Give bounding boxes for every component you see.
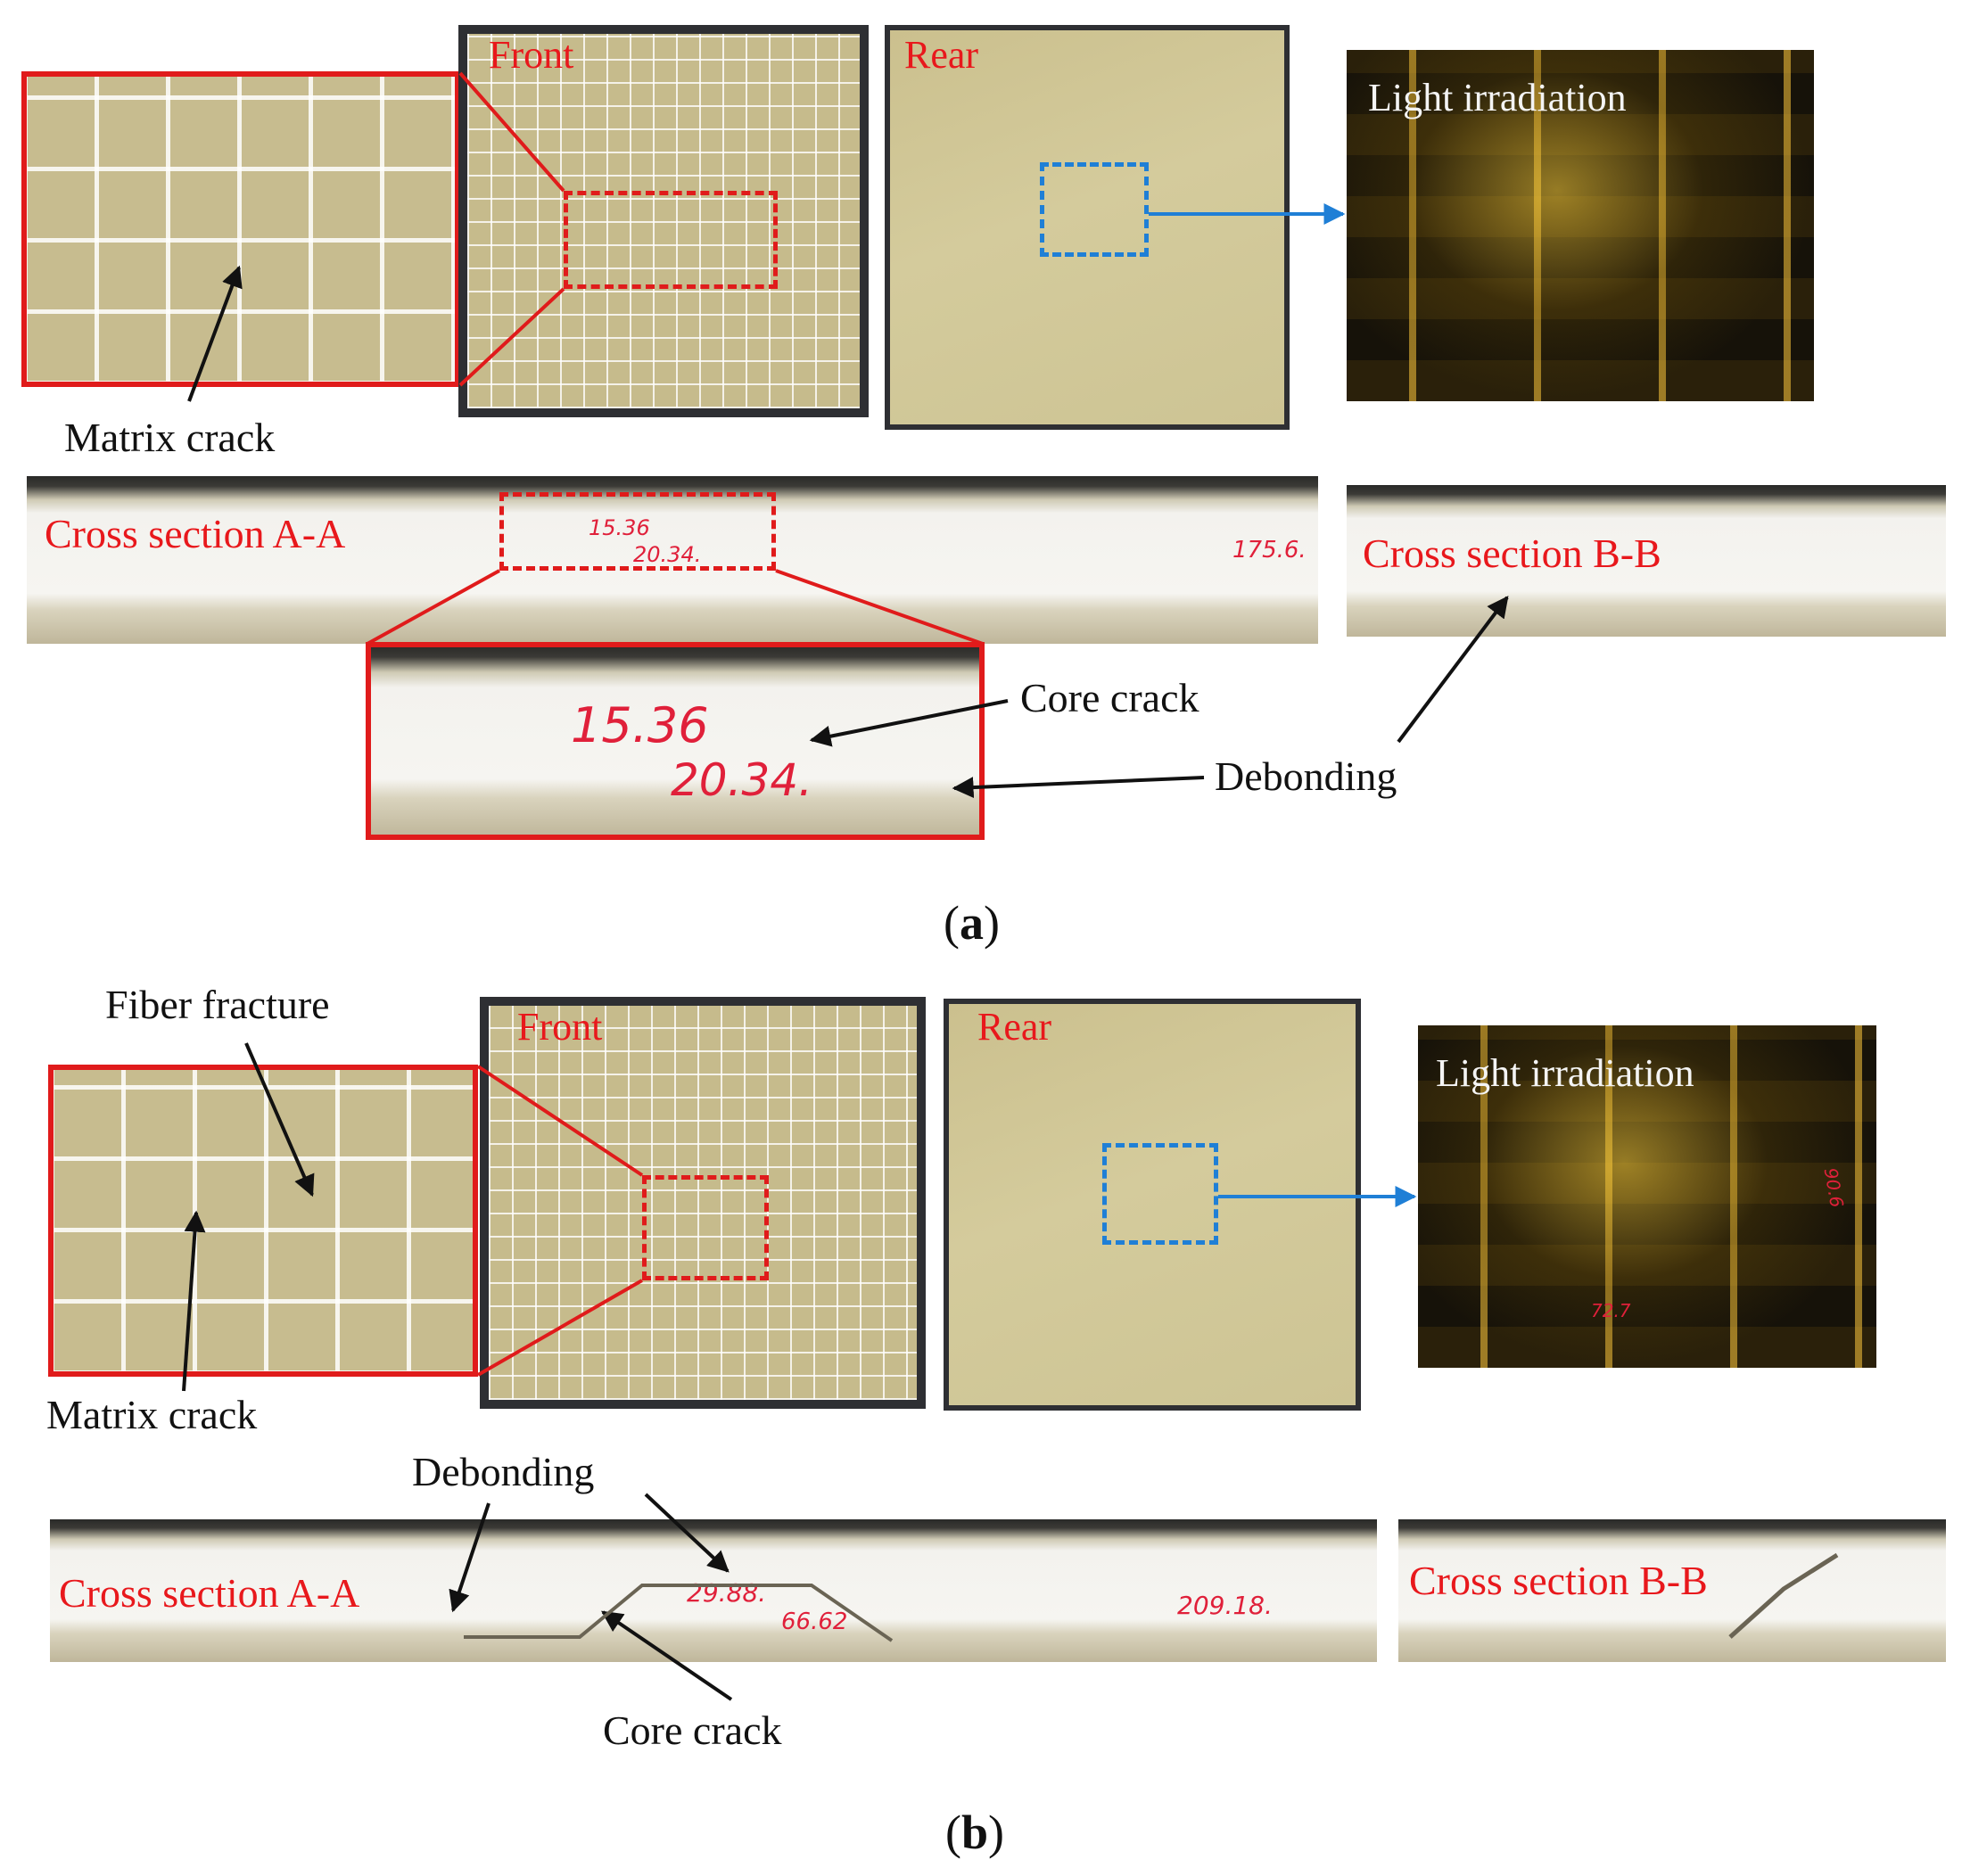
a-core-crack-label: Core crack: [1020, 675, 1199, 720]
b-rear-region: [1102, 1143, 1218, 1245]
a-rear-photo: [885, 25, 1290, 430]
a-core-crack-arrow: [809, 699, 1009, 747]
b-matrix-crack-label: Matrix crack: [46, 1392, 258, 1437]
b-fiber-fracture-label: Fiber fracture: [105, 982, 330, 1027]
b-cross-b-photo: [1398, 1519, 1946, 1662]
b-cross-a-crack: [464, 1584, 894, 1642]
b-debonding-arrow-right: [644, 1493, 730, 1573]
b-rear-label: Rear: [977, 1005, 1052, 1049]
b-debonding-label: Debonding: [412, 1449, 595, 1494]
a-zoom-cross-photo: [369, 646, 981, 836]
a-debonding-arrow-2: [1397, 596, 1509, 744]
b-core-crack-label: Core crack: [603, 1707, 782, 1753]
b-cross-a-label: Cross section A-A: [59, 1570, 360, 1616]
b-rear-photo: [944, 999, 1361, 1411]
a-front-photo: [458, 25, 869, 417]
b-front-photo: [480, 997, 926, 1409]
b-light-photo: [1418, 1025, 1876, 1368]
a-front-zoom-region: [564, 191, 778, 289]
a-caption: (a): [944, 896, 1000, 950]
a-cross-b-label: Cross section B-B: [1363, 531, 1661, 576]
a-front-connector-top: [458, 71, 565, 193]
a-hand-3: 175.6.: [1232, 537, 1307, 564]
b-debonding-arrow-left: [449, 1502, 490, 1613]
b-front-connector-bottom: [477, 1279, 643, 1377]
a-matrix-crack-arrow: [187, 265, 243, 402]
a-front-label: Front: [489, 33, 574, 77]
b-front-zoom-region: [642, 1175, 769, 1280]
b-hand-3: 209.18.: [1177, 1591, 1273, 1620]
b-light-hand-2: 72.7: [1591, 1300, 1631, 1321]
a-cross-a-zoom-region: [499, 492, 776, 571]
a-zoom-cross-frame: [366, 642, 985, 840]
a-hand-2: 20.34.: [633, 542, 702, 567]
b-hand-2: 66.62: [781, 1609, 848, 1635]
a-zoom-hand-2: 20.34.: [671, 754, 813, 806]
a-zoom-hand-1: 15.36: [571, 697, 709, 753]
b-core-crack-arrow: [601, 1610, 733, 1701]
a-cross-connector-right: [775, 569, 984, 646]
b-front-label: Front: [517, 1005, 603, 1049]
b-cross-b-label: Cross section B-B: [1409, 1558, 1708, 1603]
a-zoom-front-frame: [21, 71, 460, 387]
a-front-connector-bottom: [458, 287, 565, 387]
a-debonding-arrow-1: [952, 776, 1205, 799]
a-cross-connector-left: [367, 569, 500, 646]
b-zoom-front-photo: [50, 1066, 476, 1375]
a-cross-a-label: Cross section A-A: [45, 511, 346, 556]
b-light-label: Light irradiation: [1436, 1051, 1694, 1095]
b-cross-b-crack: [1728, 1552, 1839, 1639]
b-cross-a-photo: [50, 1519, 1377, 1662]
a-rear-region: [1040, 162, 1149, 257]
a-hand-1: 15.36: [589, 515, 650, 540]
a-debonding-label: Debonding: [1215, 753, 1397, 799]
b-matrix-crack-arrow: [182, 1210, 206, 1392]
b-zoom-front-frame: [48, 1065, 478, 1377]
a-rear-label: Rear: [904, 33, 979, 77]
a-zoom-front-photo: [23, 73, 458, 385]
a-cross-b-photo: [1347, 485, 1946, 637]
b-fiber-fracture-arrow: [244, 1042, 315, 1197]
a-matrix-crack-label: Matrix crack: [64, 415, 276, 460]
a-light-label: Light irradiation: [1368, 76, 1627, 119]
b-front-connector-top: [476, 1065, 644, 1177]
a-light-photo: [1347, 50, 1814, 401]
b-hand-1: 29.88.: [687, 1578, 767, 1608]
a-cross-a-photo: [27, 476, 1318, 644]
b-caption: (b): [945, 1806, 1005, 1859]
